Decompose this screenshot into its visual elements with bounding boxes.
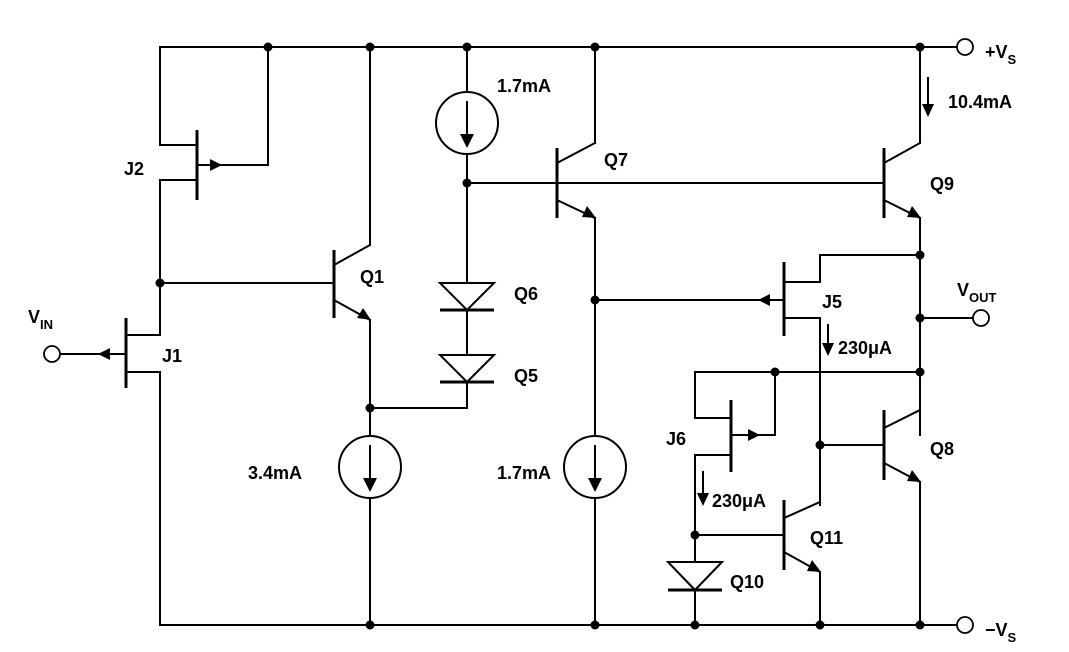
vout-terminal: [972, 309, 990, 327]
q7-label: Q7: [604, 150, 628, 170]
current-q1-sink-label: 3.4mA: [248, 463, 302, 483]
current-source-3-4ma: [338, 435, 402, 626]
q1-transistor: [159, 46, 372, 436]
current-j6-label: 230μA: [712, 491, 766, 511]
junction-dots: [155, 42, 925, 630]
q9-transistor: [882, 46, 934, 436]
j6-transistor: [694, 371, 776, 563]
q9-label: Q9: [930, 174, 954, 194]
q5-diode: [369, 354, 497, 409]
current-q7-sink-label: 1.7mA: [497, 463, 551, 483]
q10-label: Q10: [730, 572, 764, 592]
j2-label: J2: [124, 159, 144, 179]
j5-transistor: [594, 254, 921, 506]
vminus-label: −VS: [985, 620, 1017, 645]
j2-transistor: [159, 46, 269, 284]
vin-terminal: [43, 345, 61, 363]
q6-diode: [437, 282, 497, 356]
j5-label: J5: [822, 292, 842, 312]
q8-label: Q8: [930, 439, 954, 459]
current-source-1-7ma-top: [435, 46, 499, 284]
q8-transistor: [694, 371, 922, 626]
vplus-terminal: [956, 38, 974, 56]
vin-label: VIN: [28, 307, 53, 332]
current-j5-label: 230μA: [838, 338, 892, 358]
q11-transistor: [694, 500, 822, 626]
q11-label: Q11: [810, 528, 843, 548]
current-source-1-7ma-bottom: [563, 435, 627, 626]
current-q9-label: 10.4mA: [948, 92, 1012, 112]
j1-label: J1: [162, 346, 182, 366]
vminus-terminal: [956, 616, 974, 634]
j6-label: J6: [666, 429, 686, 449]
q1-label: Q1: [360, 267, 384, 287]
vplus-label: +VS: [985, 42, 1017, 67]
current-q6-source-label: 1.7mA: [497, 76, 551, 96]
q5-label: Q5: [514, 366, 538, 386]
q6-label: Q6: [514, 284, 538, 304]
q10-diode: [665, 561, 725, 626]
q7-transistor: [466, 46, 885, 436]
vout-label: VOUT: [957, 280, 997, 305]
j1-transistor: [61, 282, 161, 626]
